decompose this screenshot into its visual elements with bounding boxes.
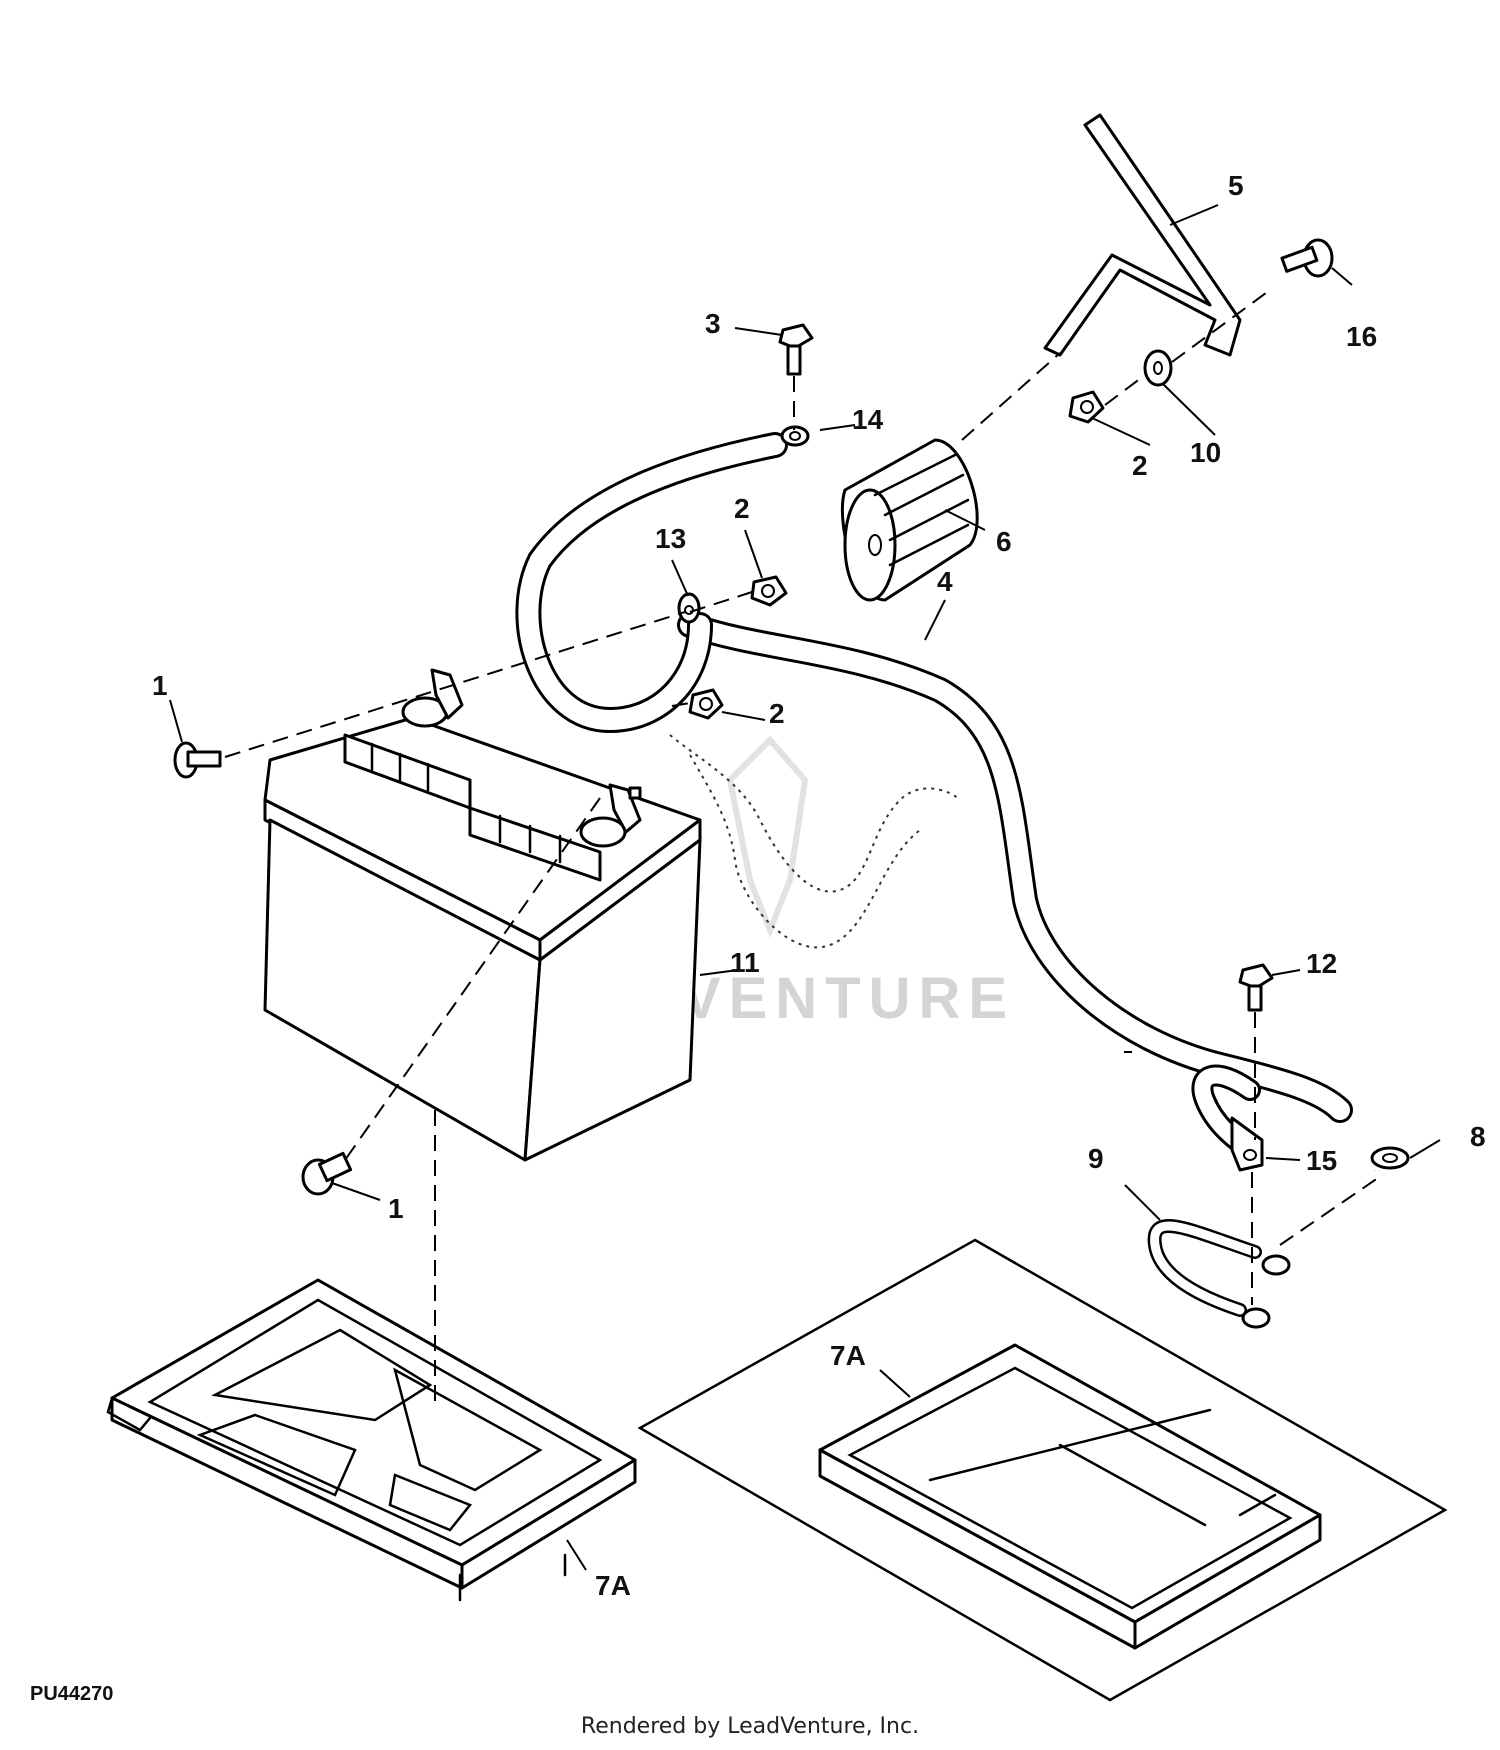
battery-cable-negative <box>515 425 810 734</box>
callout-2-upper: 2 <box>734 493 750 524</box>
callout-4: 4 <box>937 566 953 597</box>
battery-tray <box>106 1278 637 1602</box>
leader-lines <box>169 204 1441 1571</box>
callout-7a-inset: 7A <box>830 1340 866 1371</box>
callout-8: 8 <box>1470 1121 1486 1152</box>
bolt-16 <box>1280 238 1334 278</box>
callout-12: 12 <box>1306 948 1337 979</box>
callout-3: 3 <box>705 308 721 339</box>
callout-13: 13 <box>655 523 686 554</box>
bolt-12 <box>1238 963 1274 1012</box>
nut-2-top <box>1068 390 1105 424</box>
callout-15: 15 <box>1306 1145 1337 1176</box>
battery <box>263 668 702 1162</box>
diagram-id: PU44270 <box>30 1683 114 1705</box>
bolt-3 <box>778 323 814 376</box>
callout-16: 16 <box>1346 321 1377 352</box>
nut-2-mid <box>750 575 788 607</box>
callout-2-lower: 2 <box>769 698 785 729</box>
credit-line: Rendered by LeadVenture, Inc. <box>580 1714 920 1739</box>
callout-1-lower: 1 <box>388 1193 404 1224</box>
washer-13 <box>677 592 701 624</box>
washer-8 <box>1370 1146 1410 1170</box>
bolt-1-upper <box>173 741 222 779</box>
callout-10: 10 <box>1190 437 1221 468</box>
nut-2-lower <box>688 688 724 720</box>
ghost-cable <box>669 734 961 949</box>
battery-tray-alt <box>818 1343 1322 1650</box>
callouts: 1 1 2 2 2 3 4 5 6 7A 7A 8 9 10 11 12 13 … <box>152 170 1486 1601</box>
callout-11: 11 <box>730 947 760 978</box>
callout-5: 5 <box>1228 170 1244 201</box>
ground-strap-9 <box>1147 1219 1291 1329</box>
inset-box <box>637 1238 1448 1702</box>
callout-6: 6 <box>996 526 1012 557</box>
callout-7a-main: 7A <box>595 1570 631 1601</box>
callout-9: 9 <box>1088 1143 1104 1174</box>
battery-cable-positive <box>677 612 1353 1172</box>
callout-1-upper: 1 <box>152 670 168 701</box>
hold-down-rod <box>1043 113 1242 357</box>
assembly-lines <box>224 289 1376 1410</box>
callout-2-right: 2 <box>1132 450 1148 481</box>
bolt-1-lower <box>301 1151 353 1196</box>
washer-10 <box>1143 349 1173 387</box>
callout-14: 14 <box>852 404 884 435</box>
terminal-cover <box>840 438 979 602</box>
